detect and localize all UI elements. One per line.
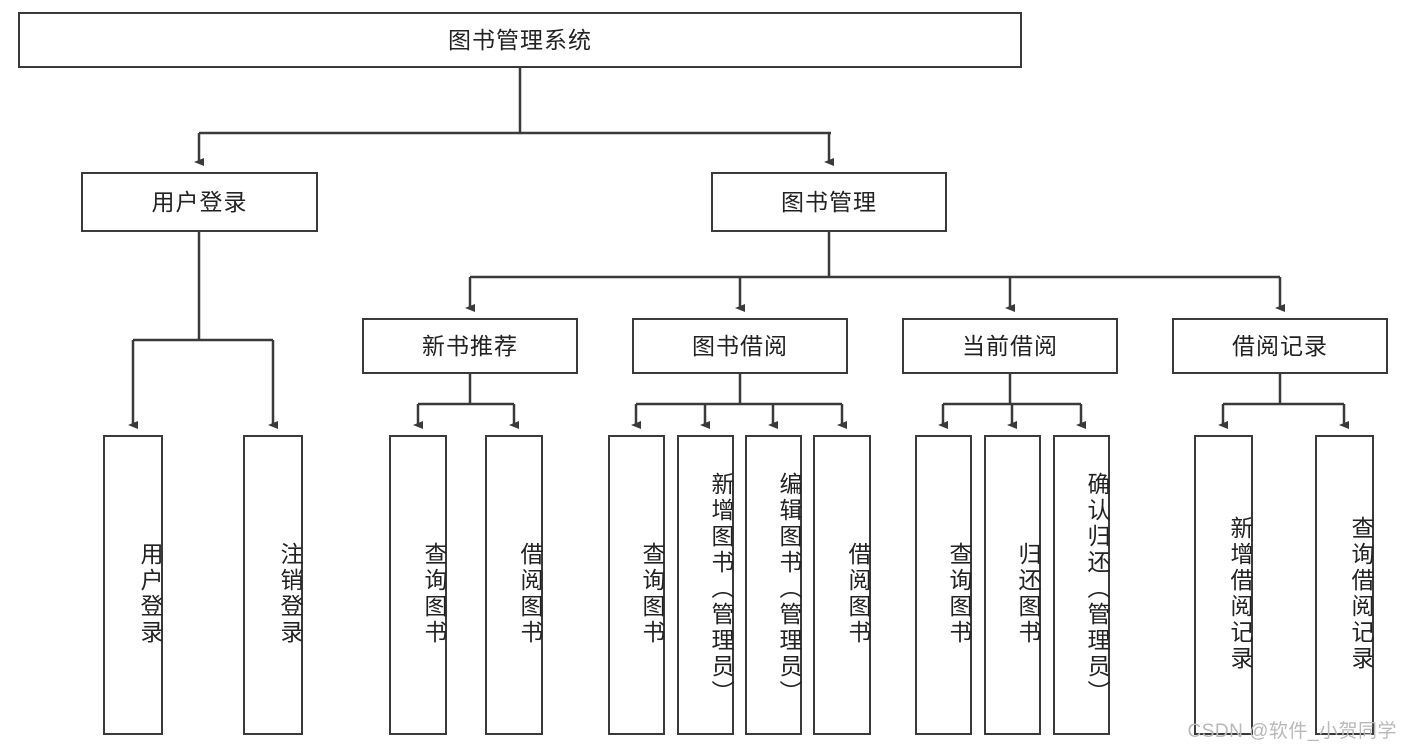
leaf-return-book[interactable]: 归还图书 — [984, 435, 1041, 735]
node-label: 编辑图书（管理员） — [776, 472, 802, 706]
node-label: 注销登录 — [277, 542, 303, 646]
leaf-user-login[interactable]: 用户登录 — [103, 435, 163, 735]
node-user-login[interactable]: 用户登录 — [81, 172, 318, 232]
leaf-borrow-book-1[interactable]: 借阅图书 — [485, 435, 543, 735]
node-label: 借阅记录 — [1232, 332, 1328, 359]
node-book-management[interactable]: 图书管理 — [711, 172, 947, 232]
leaf-confirm-return-admin[interactable]: 确认归还（管理员） — [1053, 435, 1110, 735]
node-label: 借阅图书 — [517, 542, 543, 646]
node-label: 查询图书 — [639, 542, 665, 646]
node-borrow-record[interactable]: 借阅记录 — [1172, 318, 1388, 374]
node-current-borrow[interactable]: 当前借阅 — [902, 318, 1118, 374]
leaf-add-book-admin[interactable]: 新增图书（管理员） — [677, 435, 734, 735]
csdn-watermark: CSDN @软件_小贺同学 — [1187, 721, 1397, 742]
node-label: 查询借阅记录 — [1348, 516, 1374, 672]
node-label: 用户登录 — [137, 542, 163, 646]
node-label: 新增图书（管理员） — [708, 472, 734, 706]
leaf-edit-book-admin[interactable]: 编辑图书（管理员） — [745, 435, 802, 735]
leaf-logout-login[interactable]: 注销登录 — [243, 435, 303, 735]
node-label: 查询图书 — [421, 542, 447, 646]
node-label: 查询图书 — [946, 542, 972, 646]
node-label: 确认归还（管理员） — [1084, 472, 1110, 706]
leaf-query-book-2[interactable]: 查询图书 — [608, 435, 665, 735]
node-label: 图书管理 — [781, 188, 877, 215]
leaf-query-book-1[interactable]: 查询图书 — [389, 435, 447, 735]
node-label: 借阅图书 — [845, 542, 871, 646]
node-book-borrow[interactable]: 图书借阅 — [632, 318, 848, 374]
leaf-query-borrow-record[interactable]: 查询借阅记录 — [1315, 435, 1374, 735]
node-book-management-system[interactable]: 图书管理系统 — [18, 12, 1022, 68]
node-new-book-recommend[interactable]: 新书推荐 — [362, 318, 578, 374]
node-label: 归还图书 — [1015, 542, 1041, 646]
node-label: 图书借阅 — [692, 332, 788, 359]
node-label: 新增借阅记录 — [1227, 516, 1253, 672]
node-label: 当前借阅 — [962, 332, 1058, 359]
leaf-query-book-3[interactable]: 查询图书 — [915, 435, 972, 735]
leaf-borrow-book-2[interactable]: 借阅图书 — [813, 435, 871, 735]
node-label: 用户登录 — [151, 188, 248, 215]
node-label: 图书管理系统 — [448, 26, 592, 53]
leaf-add-borrow-record[interactable]: 新增借阅记录 — [1194, 435, 1253, 735]
node-label: 新书推荐 — [422, 332, 518, 359]
